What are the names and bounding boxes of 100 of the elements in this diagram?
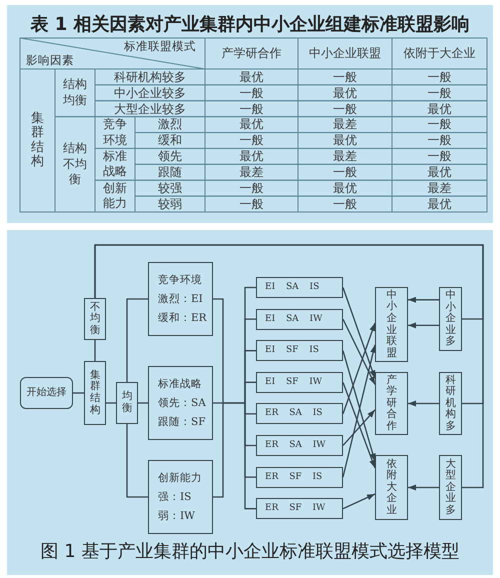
connector-line [94, 340, 96, 361]
rating-text: 最优 [333, 133, 357, 148]
row-header: 激烈 [158, 117, 182, 132]
option-label: 弱：IW [158, 510, 195, 522]
row-header: 科研机构较多 [114, 70, 186, 84]
rating-text: 一般 [240, 180, 264, 196]
rating-text: 一般 [333, 165, 357, 180]
rating-text: 最差 [333, 149, 357, 164]
combination-box [256, 435, 343, 456]
combination-box [256, 340, 343, 362]
rating-text: 最优 [428, 165, 452, 180]
node-label: 均衡 [122, 391, 132, 415]
rating-text: 一般 [428, 70, 452, 84]
rating-text: 最优 [240, 149, 264, 164]
figure-caption: 图 1 基于产业集群的中小企业标准联盟模式选择模型 [40, 540, 460, 563]
option-label: 领先：SA [158, 396, 206, 410]
rating-text: 一般 [333, 196, 357, 212]
rating-text: 一般 [428, 86, 452, 100]
row-header: 中小企业较多 [114, 86, 186, 100]
connector-line [138, 402, 148, 404]
connector-line [244, 382, 256, 403]
rating-text: 最差 [240, 165, 264, 180]
rating-text: 一般 [333, 70, 357, 84]
option-label: 强：IS [158, 490, 192, 504]
combination-label: ER SF IW [265, 503, 326, 514]
node-label: 中小企业多 [445, 290, 456, 348]
arrow [408, 400, 439, 406]
arrow [342, 493, 376, 510]
factor-title: 竞争环境 [158, 274, 202, 286]
connector-line [244, 403, 256, 510]
rating-text: 最优 [240, 70, 264, 84]
arrow [408, 322, 439, 328]
mode-box [375, 287, 408, 362]
node-label: 集群结构 [90, 370, 100, 416]
start-label: 开始选择 [26, 387, 66, 399]
row-header: 领先 [158, 149, 182, 164]
combination-label: EI SF IS [265, 345, 319, 356]
condition-box [439, 372, 462, 435]
connector-line [94, 244, 484, 488]
arrow [342, 287, 376, 379]
option-label: 跟随：SF [158, 416, 206, 428]
header-label: 影响因素 [26, 54, 74, 68]
connector-line [106, 402, 116, 404]
header-label: 标准联盟模式 [124, 40, 196, 54]
connector-line [126, 424, 148, 498]
row-header: 较弱 [158, 196, 182, 212]
factor-title: 创新能力 [158, 472, 202, 484]
arrow [342, 409, 376, 446]
node-label: 产学研合作 [386, 374, 397, 432]
row-header: 大型企业较多 [114, 102, 186, 116]
condition-box [84, 361, 106, 425]
rating-text: 最优 [240, 117, 264, 132]
rating-text: 一般 [333, 102, 357, 116]
node-label: 依附大企业 [386, 458, 397, 516]
combination-box [256, 466, 343, 488]
combination-box [256, 372, 343, 393]
row-header: 结构不均衡 [63, 140, 87, 188]
column-header: 产学研合作 [222, 46, 282, 61]
combination-label: EI SA IS [265, 282, 320, 293]
node-label: 科研机构多 [445, 374, 456, 432]
table-title: 表 1 相关因素对产业集群内中小企业组建标准联盟影响 [30, 13, 470, 36]
combination-label: EI SA IW [265, 314, 322, 324]
rating-text: 一般 [240, 102, 264, 116]
rating-text: 最优 [428, 196, 452, 212]
rating-text: 最优 [333, 180, 357, 196]
combination-box [256, 498, 343, 520]
row-header: 竞争环境 [103, 116, 127, 148]
arrow [408, 296, 439, 303]
arrow [342, 382, 376, 468]
node-label: 不均衡 [90, 302, 100, 336]
row-header: 结构均衡 [63, 77, 87, 108]
rating-text: 一般 [240, 196, 264, 212]
rating-text: 一般 [428, 117, 452, 132]
option-label: 缓和：ER [158, 312, 207, 324]
combination-label: ER SA IW [265, 440, 326, 451]
factor-box [148, 460, 213, 534]
connector-line [126, 298, 148, 382]
rating-text: 最优 [333, 86, 357, 100]
combination-label: EI SF IW [265, 376, 322, 388]
arrow [408, 484, 439, 490]
column-header: 中小企业联盟 [309, 46, 381, 61]
combination-label: ER SA IS [265, 408, 322, 420]
option-label: 激烈：EI [158, 292, 203, 306]
factor-box [148, 366, 213, 440]
combination-box [256, 403, 343, 424]
combination-box [256, 277, 343, 298]
arrow [342, 344, 376, 478]
factor-box [148, 262, 213, 336]
node-label: 中小企业联盟 [386, 290, 397, 360]
rating-text: 一般 [240, 133, 264, 148]
connector-line [213, 402, 245, 498]
row-header: 较强 [158, 180, 182, 196]
mode-box [375, 455, 408, 520]
rating-text: 一般 [428, 149, 452, 164]
row-header: 标准战略 [103, 148, 127, 180]
condition-box [84, 298, 106, 340]
row-header: 跟随 [158, 165, 182, 180]
row-header: 创新能力 [103, 180, 127, 212]
arrow [342, 322, 376, 414]
rating-text: 最差 [428, 180, 452, 196]
